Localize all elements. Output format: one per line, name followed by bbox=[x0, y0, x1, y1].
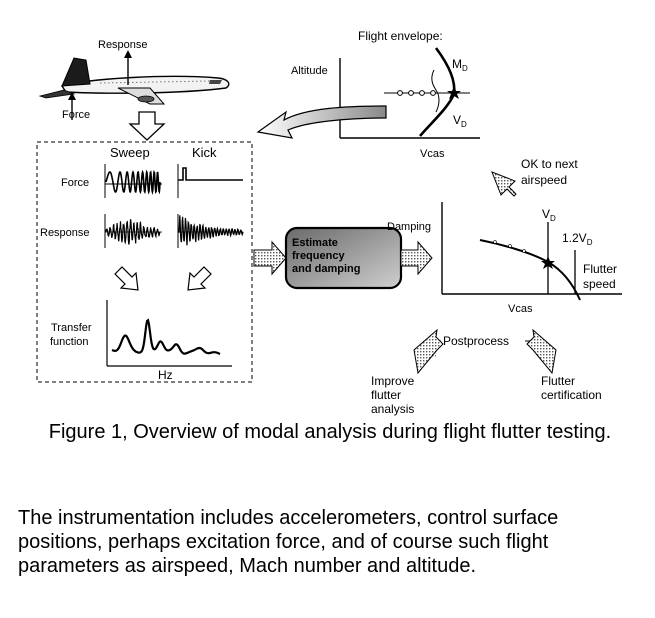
sweep-to-transfer-arrow-icon bbox=[114, 266, 139, 291]
response-signal-label: Response bbox=[40, 227, 90, 239]
damping-y-label: Damping bbox=[387, 221, 431, 233]
envelope-md-label: MD bbox=[452, 57, 468, 73]
curved-arrow-icon bbox=[256, 105, 387, 139]
sweep-response-signal bbox=[105, 219, 161, 245]
aircraft-force-label: Force bbox=[62, 109, 90, 121]
postprocess-label-bg bbox=[441, 331, 525, 347]
envelope-axes bbox=[339, 58, 480, 139]
ok-next-arrow-icon bbox=[491, 171, 517, 197]
transfer-function-axes bbox=[106, 300, 232, 367]
kick-response-signal bbox=[178, 215, 244, 246]
envelope-star-icon bbox=[447, 86, 461, 99]
kick-force-signal bbox=[178, 167, 243, 181]
sweep-label: Sweep bbox=[110, 145, 150, 160]
force-arrow bbox=[68, 92, 76, 120]
ok-next-label: OK to next airspeed bbox=[521, 157, 581, 187]
flutter-speed-label: Flutter speed bbox=[583, 262, 620, 291]
test-to-estimate-arrow-icon bbox=[253, 240, 287, 276]
kick-to-transfer-arrow-icon bbox=[187, 266, 212, 291]
improve-analysis-label: Improve flutter analysis bbox=[371, 374, 418, 416]
envelope-x-label: Vcas bbox=[420, 148, 445, 160]
aircraft-response-label: Response bbox=[98, 39, 148, 51]
flight-test-box bbox=[36, 141, 253, 383]
body-paragraph: The instrumentation includes acceleromet… bbox=[18, 507, 559, 577]
damping-vd-label: VD bbox=[542, 207, 556, 223]
flutter-certification-label: Flutter certification bbox=[541, 374, 602, 402]
damping-v12-label: 1.2VD bbox=[562, 231, 593, 247]
down-arrow-icon bbox=[128, 111, 166, 141]
estimate-box-text: Estimate frequency and damping bbox=[292, 237, 360, 275]
sweep-force-signal bbox=[105, 169, 161, 195]
flutter-test-figure: Response Force Flight envelope: Altitude… bbox=[36, 29, 622, 416]
transfer-function-curve bbox=[111, 318, 221, 356]
postprocess-label: Postprocess bbox=[443, 334, 509, 348]
envelope-test-points bbox=[397, 90, 436, 96]
hz-label: Hz bbox=[158, 368, 173, 382]
response-arrow bbox=[124, 50, 132, 85]
damping-curve bbox=[479, 239, 581, 301]
envelope-y-label: Altitude bbox=[291, 65, 328, 77]
figure-caption: Figure 1, Overview of modal analysis dur… bbox=[48, 421, 612, 443]
improve-arrow-outline bbox=[413, 328, 444, 375]
estimate-to-damping-arrow-icon bbox=[400, 240, 433, 276]
kick-label: Kick bbox=[192, 145, 217, 160]
envelope-title: Flight envelope: bbox=[358, 29, 443, 43]
envelope-vd-boundary bbox=[419, 93, 456, 137]
envelope-test-boundary bbox=[431, 69, 440, 113]
damping-star-icon bbox=[541, 256, 555, 269]
envelope-vd-label: VD bbox=[453, 113, 467, 129]
envelope-md-boundary bbox=[434, 47, 456, 95]
aircraft-illustration bbox=[38, 57, 230, 105]
cert-arrow-icon bbox=[526, 328, 557, 375]
damping-axes bbox=[441, 202, 622, 295]
force-signal-label: Force bbox=[61, 177, 89, 189]
damping-x-label: Vcas bbox=[508, 303, 533, 315]
damping-test-points bbox=[493, 240, 526, 253]
